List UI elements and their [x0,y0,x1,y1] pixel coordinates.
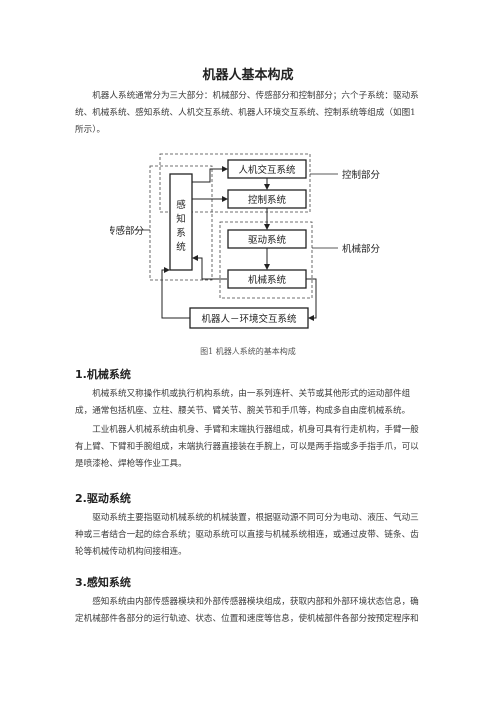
sensing-system-box [169,173,193,271]
section-3-para-1: 感知系统由内部传感器模块和外部传感器模块组成，获取内部和外部环境状态信息，确定机… [75,597,419,624]
hmi-system-label: 人机交互系统 [238,164,296,176]
drive-system-label: 驱动系统 [248,234,287,246]
env-interaction-label: 机器人－环境交互系统 [201,313,297,325]
section-1-para-2: 工业机器人机械系统由机身、手臂和末端执行器组成，机身可具有行走机构，手臂一般有上… [75,425,419,469]
sensing-char-1: 感 [176,199,186,211]
mech-part-outline [219,221,313,299]
section-1-heading: 1.机械系统 [75,368,131,381]
sensing-char-2: 知 [176,213,186,225]
section-3-heading: 3.感知系统 [75,576,131,589]
system-diagram: 感 知 系 统 人机交互系统 控制系统 驱动系统 机械系统 机器人－环境交互系统… [110,153,381,329]
figure-caption: 图1 机器人系统的基本构成 [200,347,296,356]
sensing-part-label: 传感部分 [110,225,145,237]
section-1-para-1: 机械系统又称操作机或执行机构系统，由一系列连杆、关节或其他形式的运动部件组成，通… [75,389,411,416]
sensing-char-4: 统 [176,241,186,253]
control-system-label: 控制系统 [248,194,287,206]
section-2-para-1: 驱动系统主要指驱动机械系统的机械装置，根据驱动源不同可分为电动、液压、气动三种或… [75,513,419,557]
sensing-char-3: 系 [176,228,186,239]
page-title: 机器人基本构成 [202,68,294,83]
intro-paragraph: 机器人系统通常分为三大部分：机械部分、传感部分和控制部分；六个子系统：驱动系统、… [75,91,419,135]
section-2-heading: 2.驱动系统 [75,492,131,505]
mech-system-label: 机械系统 [248,274,287,286]
mech-part-label: 机械部分 [342,243,381,255]
control-part-outline [159,153,311,213]
sensing-part-outline [149,165,213,281]
control-part-label: 控制部分 [342,169,381,181]
